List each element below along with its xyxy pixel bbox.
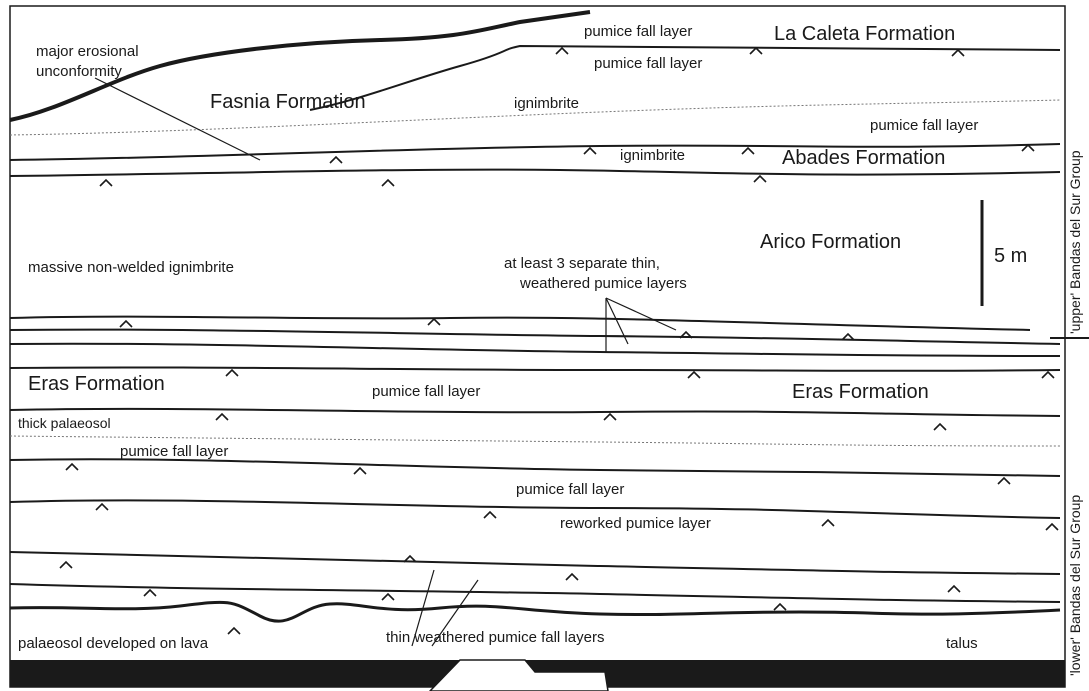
boundary-pumice-lower1 [10, 459, 1060, 476]
label-erosional-1: major erosional [36, 43, 139, 60]
label-pumice-fall-lower1: pumice fall layer [120, 443, 228, 460]
label-talus: talus [946, 635, 978, 652]
label-abades: Abades Formation [782, 147, 945, 169]
label-massive: massive non-welded ignimbrite [28, 259, 234, 276]
label-thin-weathered: thin weathered pumice fall layers [386, 629, 604, 646]
label-ignimbrite-2: ignimbrite [620, 147, 685, 164]
label-palaeosol-lava: palaeosol developed on lava [18, 635, 209, 652]
label-la-caleta: La Caleta Formation [774, 23, 955, 45]
label-reworked: reworked pumice layer [560, 515, 711, 532]
boundary-eras-mid [10, 409, 1060, 416]
label-pumice-fall-2: pumice fall layer [594, 55, 702, 72]
boundary-reworked [10, 552, 1060, 574]
label-eras-left: Eras Formation [28, 373, 165, 395]
label-lower-group: 'lower' Bandas del Sur Group [1067, 495, 1083, 676]
label-upper-group: 'upper' Bandas del Sur Group [1067, 150, 1083, 334]
label-three-layers-1: at least 3 separate thin, [504, 255, 660, 272]
boundary-eras-top [10, 367, 1060, 370]
boundary-arico-top [10, 170, 1060, 176]
label-pumice-fall-eras: pumice fall layer [372, 383, 480, 400]
label-arico: Arico Formation [760, 231, 901, 253]
scale-label: 5 m [994, 245, 1027, 267]
label-thick-palaeosol: thick palaeosol [18, 415, 111, 431]
thin-pumice-2 [10, 330, 1060, 344]
three-layers-pointers [606, 298, 676, 352]
middle-boundaries [10, 317, 1060, 356]
label-three-layers-2: weathered pumice layers [519, 275, 687, 292]
lava-surface [10, 602, 1060, 621]
label-eras-right: Eras Formation [792, 381, 929, 403]
label-pumice-fall-top: pumice fall layer [584, 23, 692, 40]
label-ignimbrite-1: ignimbrite [514, 95, 579, 112]
label-fasnia: Fasnia Formation [210, 91, 366, 113]
boundary-pumice-lower2 [10, 500, 1060, 518]
label-pumice-fall-right: pumice fall layer [870, 117, 978, 134]
label-erosional-2: unconformity [36, 63, 122, 80]
thin-pumice-3 [10, 344, 1060, 356]
label-pumice-fall-lower2: pumice fall layer [516, 481, 624, 498]
boundary-thin-weathered [10, 584, 1060, 602]
thin-pumice-1 [10, 317, 1030, 330]
